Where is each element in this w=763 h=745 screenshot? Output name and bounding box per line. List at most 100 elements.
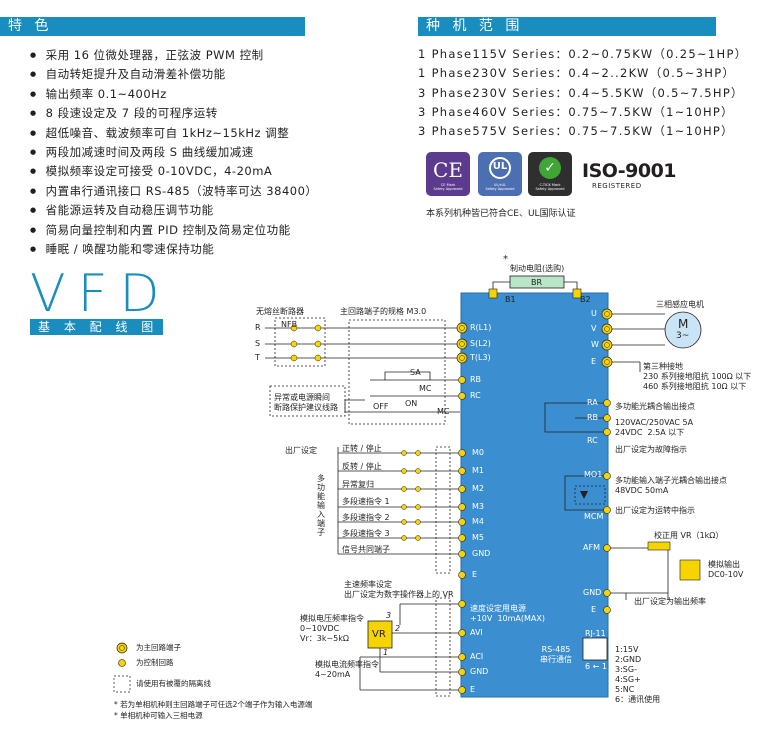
range-item: 3 Phase230V Series：0.4~5.5KW（0.5~7.5HP） bbox=[418, 85, 744, 100]
rb-terminal: RB bbox=[470, 375, 482, 384]
ctick-logo: ✓ C-TICK Mark Safety Approved bbox=[528, 152, 572, 196]
star-mark: * bbox=[503, 254, 508, 265]
vfd-title: VFD bbox=[30, 264, 172, 324]
range-item: 1 Phase230V Series：0.4~2..2KW（0.5~3HP） bbox=[418, 66, 736, 81]
t-label: T bbox=[255, 353, 260, 362]
e-terminal-bottom: E bbox=[470, 685, 476, 694]
aci-terminal: ACI bbox=[470, 652, 484, 661]
m-terminal: M2 bbox=[472, 484, 484, 493]
mc-label: MC bbox=[419, 384, 432, 393]
on-label: ON bbox=[405, 399, 418, 408]
input-label: 信号共同端子 bbox=[342, 545, 390, 554]
rl1-terminal: R(L1) bbox=[470, 323, 492, 332]
vr-pin2: 2 bbox=[395, 624, 401, 633]
iso-mark: ISO-9001 bbox=[582, 160, 677, 182]
s-label: S bbox=[255, 339, 261, 348]
features-header: 特 色 bbox=[0, 17, 305, 36]
rc2-terminal: RC bbox=[587, 436, 598, 445]
m-terminal: GND bbox=[472, 549, 491, 558]
feature-item: 两段加减速时间及两段 S 曲线缓加减速 bbox=[30, 143, 317, 162]
feature-item: 内置串行通讯接口 RS-485（波特率可达 38400） bbox=[30, 182, 317, 201]
range-item: 3 Phase460V Series：0.75~7.5KW（1~10HP） bbox=[418, 104, 734, 119]
relay-factory: 出厂设定为故障指示 bbox=[615, 445, 687, 454]
vr-pin3: 3 bbox=[386, 611, 392, 620]
gnd-terminal-bottom: GND bbox=[470, 667, 489, 676]
rj-pinout: 1:15V 2:GND 3:SG- 4:SG+ 5:NC 6：通讯使用 bbox=[615, 645, 661, 704]
m-terminal: M3 bbox=[472, 502, 484, 511]
feature-item: 8 段速设定及 7 段的可程序运转 bbox=[30, 104, 317, 123]
ul-text: UL bbox=[492, 161, 508, 172]
motor-3: 3~ bbox=[676, 331, 690, 341]
mcm-terminal: MCM bbox=[584, 512, 604, 521]
w-terminal: W bbox=[591, 340, 599, 349]
feature-item: 输出频率 0.1~400Hz bbox=[30, 85, 317, 104]
main-spec-label: 主回路端子的规格 M3.0 bbox=[340, 307, 427, 316]
b1-label: B1 bbox=[505, 295, 516, 304]
input-label: 反转 / 停止 bbox=[342, 462, 382, 471]
cert-note: 本系列机种皆已符合CE、UL国际认证 bbox=[426, 209, 576, 219]
m-terminal: E bbox=[472, 570, 478, 579]
motor-label: 三相感应电机 bbox=[656, 300, 704, 309]
input-label: 多段速指令 3 bbox=[342, 529, 390, 538]
photo-out-label: 多功能输入端子光耦合输出接点 48VDC 50mA bbox=[615, 476, 727, 495]
afm-factory: 出厂设定为输出频率 bbox=[634, 597, 706, 606]
v-terminal: V bbox=[591, 324, 597, 333]
vr-note: 模拟电压频率指令 0~10VDC Vr：3k~5kΩ bbox=[300, 614, 364, 643]
speed-main-label: 主速频率设定 出厂设定为数字操作器上的 VR bbox=[344, 580, 454, 599]
ce-caption: CE Mark Safety Approved bbox=[433, 183, 463, 191]
input-label: 正转 / 停止 bbox=[342, 444, 382, 453]
relay-rating: 120VAC/250VAC 5A 24VDC 2.5A 以下 bbox=[615, 418, 694, 437]
feature-item: 模拟频率设定可接受 0-10VDC，4-20mA bbox=[30, 162, 317, 181]
gnd-terminal-right: GND bbox=[583, 588, 602, 597]
legend-main: 为主回路端子 bbox=[136, 643, 181, 652]
input-label: 多段速指令 1 bbox=[342, 497, 390, 506]
feature-item: 自动转矩提升及自动滑差补偿功能 bbox=[30, 65, 317, 84]
motor-m: M bbox=[678, 317, 689, 331]
m-terminal: M4 bbox=[472, 517, 484, 526]
feature-item: 省能源运转及自动稳压调节功能 bbox=[30, 201, 317, 220]
legend-note2: * 单相机种可输入三相电源 bbox=[114, 711, 203, 720]
rb2-terminal: RB bbox=[587, 413, 599, 422]
power-set-label: 速度设定用电源 +10V 10mA(MAX) bbox=[470, 604, 545, 623]
multi-input-label: 多 功 能 输 入 端 子 bbox=[317, 474, 325, 537]
avi-terminal: AVI bbox=[470, 628, 483, 637]
range-header: 种 机 范 围 bbox=[418, 17, 716, 36]
ul-logo: UL UL/cUL Safety Approved bbox=[478, 152, 522, 196]
m-terminal: M1 bbox=[472, 466, 484, 475]
abnormal-label: 异常或电源瞬间 断路保护建议线路 bbox=[274, 393, 338, 412]
wiring-header: 基 本 配 线 图 bbox=[30, 319, 163, 335]
mc2-label: MC bbox=[437, 407, 450, 416]
range-item: 3 Phase575V Series：0.75~7.5KW（1~10HP） bbox=[418, 124, 734, 139]
iso-sub: REGISTERED bbox=[592, 182, 642, 190]
motor-icon bbox=[664, 311, 702, 349]
off-label: OFF bbox=[373, 402, 389, 411]
feature-item: 超低噪音、载波频率可自 1kHz~15kHz 调整 bbox=[30, 124, 317, 143]
input-label: 多段速指令 2 bbox=[342, 513, 390, 522]
input-label: 异常复归 bbox=[342, 480, 374, 489]
feature-item: 睡眠 / 唤醒功能和零速保持功能 bbox=[30, 240, 317, 259]
legend-note1: * 若为单相机种则主回路端子可任选2个端子作为输入电源端 bbox=[114, 700, 313, 709]
feature-item: 简易向量控制和内置 PID 控制及简易定位功能 bbox=[30, 221, 317, 240]
range-list: 1 Phase115V Series：0.2~0.75KW（0.25~1HP） 1… bbox=[418, 45, 748, 141]
photo-factory: 出厂设定为运转中指示 bbox=[615, 506, 695, 515]
m-terminal: M5 bbox=[472, 533, 484, 542]
rc-terminal: RC bbox=[470, 391, 481, 400]
nfb-label: NFB bbox=[281, 320, 298, 329]
sa-label: SA bbox=[410, 368, 421, 377]
legend-shield: 请使用有被覆的隔离线 bbox=[136, 679, 211, 688]
afm-terminal: AFM bbox=[583, 543, 600, 552]
range-item: 1 Phase115V Series：0.2~0.75KW（0.25~1HP） bbox=[418, 47, 748, 61]
relay-out-label: 多功能光耦合输出接点 bbox=[615, 402, 695, 411]
br-label: BR bbox=[531, 278, 543, 287]
features-list: 采用 16 位微处理器，正弦波 PWM 控制自动转矩提升及自动滑差补偿功能输出频… bbox=[30, 46, 317, 259]
e-terminal-right2: E bbox=[591, 605, 597, 614]
ce-mark: CE bbox=[433, 158, 463, 182]
ground-note: 第三种接地 230 系列接地阻抗 100Ω 以下 460 系列接地阻抗 10Ω … bbox=[643, 362, 752, 391]
tl3-terminal: T(L3) bbox=[470, 353, 491, 362]
breaker-label: 无熔丝断路器 bbox=[256, 307, 304, 316]
vr-label: VR bbox=[372, 629, 386, 640]
rj-pins: 6 ← 1 bbox=[585, 662, 607, 671]
calib-label: 校正用 VR（1kΩ） bbox=[654, 531, 724, 540]
mo1-terminal: MO1 bbox=[584, 470, 603, 479]
